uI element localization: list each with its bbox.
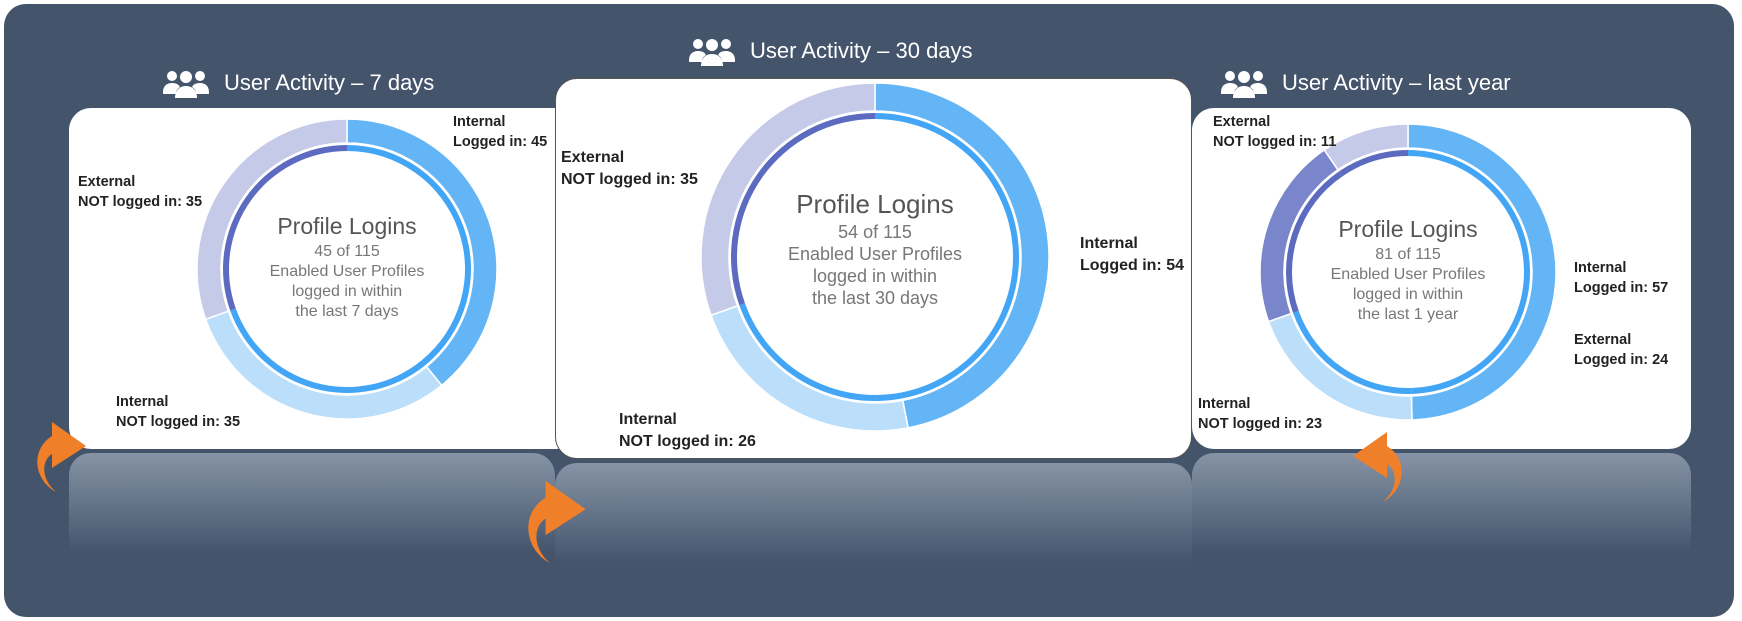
label-line: NOT logged in: 35 bbox=[561, 171, 698, 188]
donut-segment-external-logged[interactable] bbox=[1259, 148, 1339, 323]
card-reflection-30-days bbox=[555, 463, 1192, 563]
label-line: Logged in: 57 bbox=[1574, 280, 1669, 296]
panel-title-7-days: User Activity – 7 days bbox=[162, 68, 434, 98]
center-title: Profile Logins bbox=[796, 189, 954, 219]
label-line: Logged in: 24 bbox=[1574, 352, 1669, 368]
donut-card-30-days: Profile Logins 54 of 115 Enabled User Pr… bbox=[555, 78, 1192, 459]
donut-center-text: Profile Logins 54 of 115 Enabled User Pr… bbox=[787, 189, 963, 309]
label-line: NOT logged in: 35 bbox=[116, 414, 241, 430]
center-title: Profile Logins bbox=[277, 213, 417, 239]
label-line: Logged in: 45 bbox=[453, 134, 548, 150]
donut-chart bbox=[700, 82, 1050, 432]
label-line: External bbox=[1574, 332, 1632, 348]
curved-arrow-icon bbox=[37, 422, 86, 492]
label-line: NOT logged in: 26 bbox=[619, 433, 756, 450]
login-count: 54 of 115 bbox=[838, 222, 912, 242]
donut-card-7-days: Profile Logins 45 of 115 Enabled User Pr… bbox=[69, 108, 578, 449]
panel-title-text: User Activity – 7 days bbox=[224, 70, 435, 95]
login-count: 81 of 115 bbox=[1375, 246, 1441, 263]
inner-ring-external-not-logged bbox=[1339, 150, 1408, 177]
panel-title-30-days: User Activity – 30 days bbox=[688, 36, 973, 66]
label-line: NOT logged in: 11 bbox=[1213, 134, 1337, 150]
center-line: the last 7 days bbox=[295, 303, 399, 320]
label-line: NOT logged in: 23 bbox=[1198, 416, 1323, 432]
panel-title-last-year: User Activity – last year bbox=[1220, 68, 1511, 98]
donut-center-text: Profile Logins 81 of 115 Enabled User Pr… bbox=[1330, 216, 1486, 325]
label-line: Internal bbox=[619, 411, 677, 428]
users-icon bbox=[163, 71, 209, 98]
curved-arrow-icon bbox=[528, 480, 586, 564]
donut-segment-external-not-logged[interactable] bbox=[196, 118, 348, 321]
donut-segment-external-not-logged[interactable] bbox=[700, 82, 876, 317]
label-line: Internal bbox=[1080, 235, 1138, 252]
center-line: Enabled User Profiles bbox=[269, 263, 425, 280]
donut-segment-external-not-logged[interactable] bbox=[1323, 123, 1409, 171]
label-line: NOT logged in: 35 bbox=[78, 194, 203, 210]
label-line: Internal bbox=[453, 114, 506, 130]
label-line: External bbox=[1213, 114, 1271, 130]
center-line: logged in within bbox=[1352, 286, 1464, 303]
panel-title-text: User Activity – last year bbox=[1282, 70, 1511, 95]
users-icon bbox=[1221, 71, 1267, 98]
donut-center-text: Profile Logins 45 of 115 Enabled User Pr… bbox=[269, 213, 425, 322]
center-line: the last 30 days bbox=[811, 288, 939, 308]
inner-ring-internal-not-logged bbox=[739, 303, 903, 401]
center-line: logged in within bbox=[812, 266, 938, 286]
card-reflection-7-days bbox=[69, 453, 555, 553]
center-title: Profile Logins bbox=[1338, 216, 1478, 242]
curved-arrow-icon bbox=[1353, 432, 1402, 502]
label-line: Internal bbox=[1574, 260, 1627, 276]
users-icon bbox=[689, 39, 735, 66]
center-line: the last 1 year bbox=[1357, 306, 1459, 323]
label-line: External bbox=[561, 149, 625, 166]
inner-ring-external-logged bbox=[1286, 171, 1343, 313]
login-count: 45 of 115 bbox=[314, 243, 380, 260]
center-line: Enabled User Profiles bbox=[1330, 266, 1486, 283]
label-line: External bbox=[78, 174, 136, 190]
label-line: Internal bbox=[1198, 396, 1251, 412]
donut-chart bbox=[1259, 123, 1557, 421]
donut-card-last-year: Profile Logins 81 of 115 Enabled User Pr… bbox=[1192, 108, 1691, 449]
card-reflection-last-year bbox=[1192, 453, 1691, 553]
label-line: Logged in: 54 bbox=[1080, 257, 1184, 274]
inner-ring-internal-not-logged bbox=[230, 308, 426, 393]
center-line: Enabled User Profiles bbox=[787, 244, 963, 264]
center-line: logged in within bbox=[291, 283, 403, 300]
donut-chart bbox=[196, 118, 498, 420]
label-line: Internal bbox=[116, 394, 169, 410]
inner-ring-internal-not-logged bbox=[1293, 310, 1412, 394]
panel-title-text: User Activity – 30 days bbox=[750, 38, 973, 63]
